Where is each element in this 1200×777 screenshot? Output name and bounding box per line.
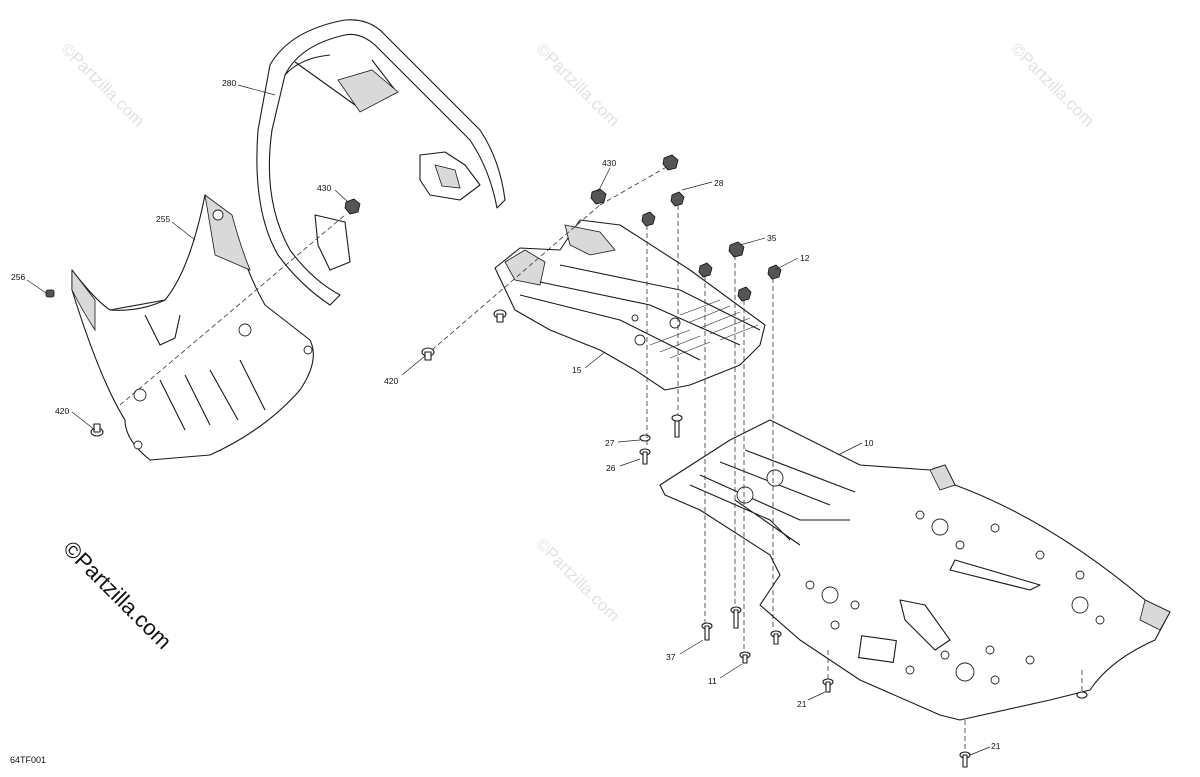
part-15-skid-plate <box>494 219 766 391</box>
callout-35: 35 <box>767 233 777 243</box>
callout-26: 26 <box>606 463 616 473</box>
callout-11: 11 <box>708 676 717 686</box>
callout-labels: 280 255 256 430 430 420 420 28 35 12 15 … <box>11 78 1001 751</box>
callout-15: 15 <box>572 365 582 375</box>
callout-21: 21 <box>797 699 807 709</box>
watermark: ©Partzilla.com <box>532 39 623 130</box>
callout-430: 430 <box>317 183 331 193</box>
callout-27: 27 <box>605 438 615 448</box>
callout-280: 280 <box>222 78 236 88</box>
callout-256: 256 <box>11 272 25 282</box>
callout-430: 430 <box>602 158 616 168</box>
figure-code: 64TF001 <box>10 755 46 765</box>
part-255-front-cover <box>71 194 314 461</box>
callout-37: 37 <box>666 652 676 662</box>
callout-255: 255 <box>156 214 170 224</box>
leader-lines <box>26 84 991 756</box>
part-10-rear-skid-plate <box>659 419 1171 721</box>
callout-420: 420 <box>384 376 398 386</box>
callout-21: 21 <box>991 741 1001 751</box>
watermark: ©Partzilla.com <box>1007 39 1098 130</box>
callout-10: 10 <box>864 438 874 448</box>
part-280-bumper <box>256 19 506 306</box>
callout-420: 420 <box>55 406 69 416</box>
assembly-lines <box>119 164 1083 752</box>
callout-12: 12 <box>800 253 810 263</box>
callout-28: 28 <box>714 178 724 188</box>
watermark: ©Partzilla.com <box>57 39 148 130</box>
watermark: ©Partzilla.com <box>532 534 623 625</box>
watermark-main: ©Partzilla.com <box>58 536 176 654</box>
